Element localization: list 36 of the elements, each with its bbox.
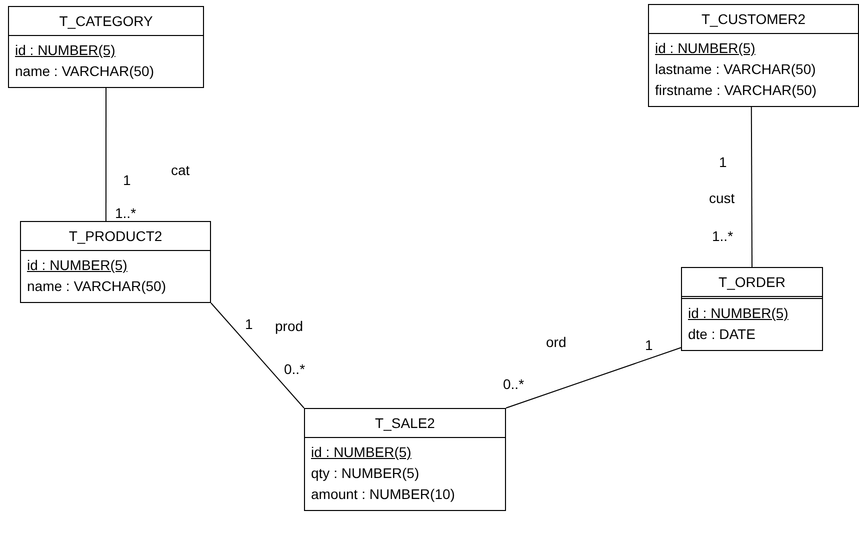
class-box	[8, 6, 204, 88]
edge-label: ord	[545, 334, 568, 350]
primary-key-attribute: id : NUMBER(5)	[15, 41, 116, 60]
association-line	[750, 106, 752, 268]
attribute-text: qty : NUMBER(5)	[311, 464, 420, 483]
class-name: T_PRODUCT2	[68, 228, 162, 244]
class-box	[681, 267, 823, 351]
class-box	[20, 221, 211, 303]
primary-key-attribute: id : NUMBER(5)	[655, 39, 756, 58]
multiplicity-label: 1	[718, 154, 728, 170]
class-box	[648, 4, 859, 107]
multiplicity-label: 1	[122, 172, 132, 188]
class-name: T_ORDER	[718, 274, 786, 290]
association-line	[210, 302, 304, 408]
multiplicity-label: 1	[244, 316, 254, 332]
class-name: T_SALE2	[375, 415, 435, 431]
multiplicity-label: 0..*	[283, 361, 306, 377]
attribute-text: dte : DATE	[688, 325, 756, 344]
primary-key-attribute: id : NUMBER(5)	[27, 256, 128, 275]
association-line	[105, 88, 106, 222]
multiplicity-label: 0..*	[502, 376, 526, 392]
multiplicity-label: 1..*	[114, 205, 138, 221]
attribute-text: firstname : VARCHAR(50)	[655, 81, 817, 100]
class-name: T_CATEGORY	[59, 13, 153, 29]
class-name: T_CUSTOMER2	[702, 11, 806, 27]
attribute-text: lastname : VARCHAR(50)	[655, 60, 816, 79]
multiplicity-label: 1..*	[711, 228, 734, 244]
attribute-text: name : VARCHAR(50)	[27, 277, 166, 296]
multiplicity-label: 1	[644, 337, 654, 353]
class-box	[304, 408, 506, 511]
primary-key-attribute: id : NUMBER(5)	[688, 304, 788, 323]
attribute-text: amount : NUMBER(10)	[311, 485, 455, 504]
primary-key-attribute: id : NUMBER(5)	[311, 443, 412, 462]
attribute-text: name : VARCHAR(50)	[15, 62, 154, 81]
association-line	[506, 347, 682, 408]
edge-label: prod	[274, 318, 304, 334]
